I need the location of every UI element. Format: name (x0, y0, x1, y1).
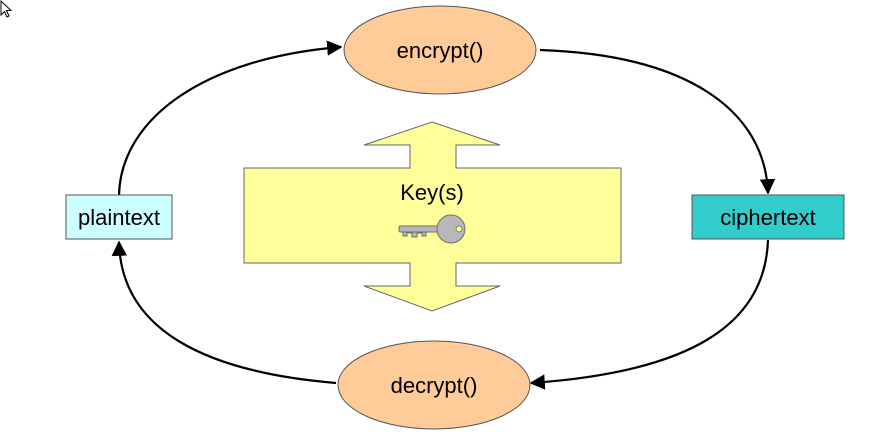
ciphertext-label: ciphertext (720, 205, 815, 230)
ciphertext-node: ciphertext (691, 194, 845, 240)
decrypt-label: decrypt() (391, 373, 478, 398)
key-block (243, 121, 622, 312)
mouse-pointer-icon (0, 0, 13, 18)
key-icon (398, 214, 466, 244)
plaintext-label: plaintext (78, 205, 160, 230)
plaintext-node: plaintext (65, 194, 173, 240)
decrypt-node: decrypt() (337, 340, 531, 430)
arrow-decrypt-to-plaintext (111, 240, 337, 385)
key-label: Key(s) (400, 180, 464, 205)
arrow-plaintext-to-encrypt (117, 40, 343, 196)
arrow-ciphertext-to-decrypt (529, 239, 770, 390)
encrypt-node: encrypt() (343, 5, 537, 95)
encrypt-label: encrypt() (397, 38, 484, 63)
arrow-encrypt-to-ciphertext (539, 48, 776, 195)
